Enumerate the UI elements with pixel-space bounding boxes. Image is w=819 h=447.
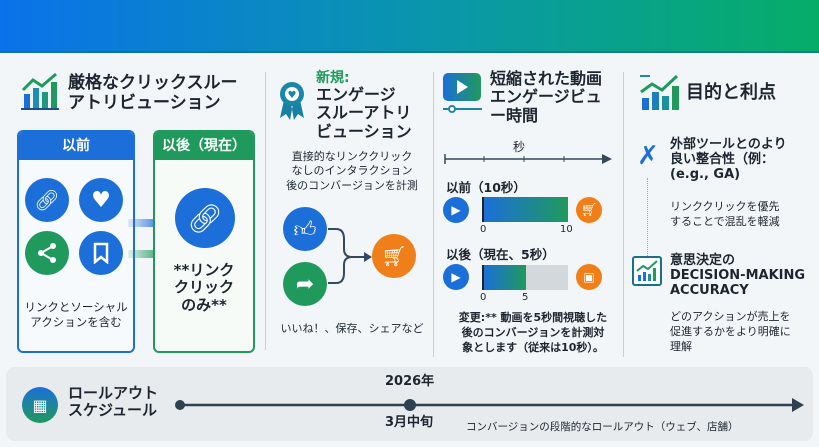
timeline-date: 3月中旬 xyxy=(385,415,434,430)
play-icon: ▶ xyxy=(443,264,469,290)
after-end: 5 xyxy=(522,292,529,303)
growth-chart-icon xyxy=(640,74,679,110)
link-icon: 🔗︎ xyxy=(25,178,69,222)
analytics-icon xyxy=(632,256,662,286)
heart-icon: ♥ xyxy=(79,178,123,222)
benefit1-title: 外部ツールとのより良い整合性（例：(e.g., GA) xyxy=(670,137,787,182)
new-label: 新規: xyxy=(316,70,350,86)
bookmark-icon xyxy=(79,231,123,275)
benefit2-desc: どのアクションが売上を促進するかをより明確に理解 xyxy=(670,310,791,353)
divider xyxy=(623,72,624,357)
section2-title: エンゲージスルーアトリビューション xyxy=(316,85,412,141)
after-bar-fill xyxy=(484,265,526,290)
section3-note: 変更:** 動画を5秒間視聴した後のコンバージョンを計測対象とします（従来は10… xyxy=(458,311,608,354)
bar-chart-growth-icon xyxy=(21,72,59,110)
after-bar-track xyxy=(482,265,568,290)
after-desc: **リンククリックのみ** xyxy=(173,261,235,314)
before-end: 10 xyxy=(560,224,573,235)
before-start: 0 xyxy=(480,224,487,235)
video-reel-icon: ▣ xyxy=(576,264,602,290)
section2-desc: 直接的なリンククリックなしのインタラクション後のコンバージョンを計測 xyxy=(286,150,418,192)
svg-text:♥: ♥ xyxy=(288,90,297,101)
before-bar-label: 以前（10秒） xyxy=(446,180,526,195)
link-icon: 🔗︎ xyxy=(175,188,235,248)
share-arrow-icon: ➦ xyxy=(283,262,327,306)
seconds-axis xyxy=(444,154,612,164)
play-icon: ▶ xyxy=(443,197,469,223)
before-bar-track xyxy=(482,197,568,222)
before-desc: リンクとソーシャルアクションを含む xyxy=(24,300,128,329)
before-bar-fill xyxy=(484,197,568,222)
award-ribbon-icon: ♥ xyxy=(280,82,304,120)
section3-title: 短縮された動画エンゲージビュー時間 xyxy=(490,69,603,125)
before-box: 以前 xyxy=(17,130,135,353)
after-box: 以後（現在） xyxy=(153,130,255,353)
after-bar-label: 以後（現在、5秒） xyxy=(446,247,555,262)
calendar-icon: ▦ xyxy=(22,387,58,423)
after-label: 以後（現在） xyxy=(155,132,253,160)
section1-title: 厳格なクリックスルーアトリビューション xyxy=(68,73,238,113)
wrench-screwdriver-icon: ✗ xyxy=(637,141,659,171)
divider xyxy=(265,72,266,350)
thumbs-up-icon: 👍︎ xyxy=(283,207,327,251)
timeline-title: ロールアウトスケジュール xyxy=(68,384,159,420)
cart-icon: 🛒︎ xyxy=(576,197,602,223)
timeline-year: 2026年 xyxy=(385,374,435,389)
cart-icon: 🛒︎ xyxy=(372,234,416,278)
share-icon xyxy=(25,231,69,275)
benefit1-desc: リンククリックを優先することで混乱を軽減 xyxy=(670,200,780,228)
after-start: 0 xyxy=(480,292,487,303)
video-player-icon xyxy=(443,73,482,113)
section2-footer: いいね！、保存、シェアなど xyxy=(280,322,424,335)
before-label: 以前 xyxy=(19,132,133,160)
section4-title: 目的と利点 xyxy=(686,82,776,103)
merge-arrow xyxy=(328,228,372,284)
timeline-line xyxy=(175,398,804,412)
header-banner xyxy=(0,0,819,53)
timeline-desc: コンバージョンの段階的なロールアウト（ウェブ、店舗） xyxy=(466,421,739,433)
axis-label: 秒 xyxy=(513,140,526,154)
divider xyxy=(433,72,434,357)
dotted-connector xyxy=(647,178,648,256)
